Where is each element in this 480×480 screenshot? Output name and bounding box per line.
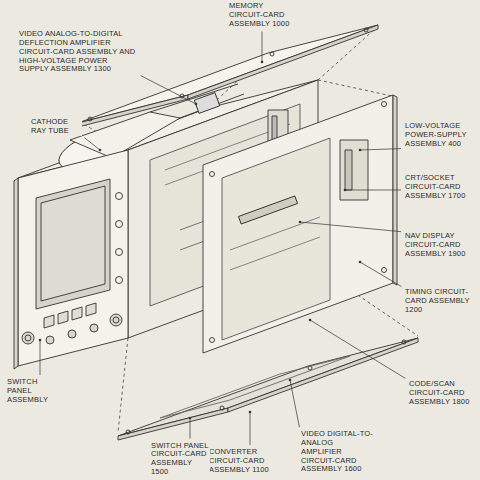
leader-dot <box>309 319 312 322</box>
leader-line <box>345 190 401 191</box>
callout-label: VIDEO DIGITAL-TO-ANALOG AMPLIFIER CIRCUI… <box>300 430 374 474</box>
leader-dot <box>344 189 347 192</box>
leader-dot <box>99 149 102 152</box>
leader-line <box>310 320 405 378</box>
leader-dot <box>249 411 252 414</box>
callout-label: SWITCH PANEL CIRCUIT-CARD ASSEMBLY 1500 <box>150 442 210 477</box>
leader-line <box>84 138 100 150</box>
leader-line <box>141 76 196 104</box>
side-plate <box>203 95 397 353</box>
leader-dot <box>289 379 292 382</box>
callout-label: CRT/SOCKET CIRCUIT-CARD ASSEMBLY 1700 <box>404 174 478 201</box>
callout-label: CODE/SCAN CIRCUIT-CARD ASSEMBLY 1800 <box>408 380 478 407</box>
leader-dot <box>359 261 362 264</box>
callout-label: CATHODE RAY TUBE <box>30 118 82 136</box>
leader-dot <box>195 103 198 106</box>
leader-line <box>262 32 263 63</box>
leader-dot <box>39 339 42 342</box>
leader-line <box>250 412 251 445</box>
leader-dot <box>359 149 362 152</box>
callout-label: VIDEO ANALOG-TO-DIGITAL DEFLECTION AMPLI… <box>18 30 138 74</box>
callout-label: TIMING CIRCUIT-CARD ASSEMBLY 1200 <box>404 288 478 315</box>
callout-label: SWITCH PANEL ASSEMBLY <box>6 378 60 405</box>
leader-dot <box>189 417 192 420</box>
leader-dot <box>261 61 264 64</box>
front-panel <box>14 150 128 369</box>
leader-line <box>300 222 401 232</box>
bottom-plate <box>118 338 418 440</box>
leader-line <box>40 340 41 375</box>
callout-label: CONVERTER CIRCUIT-CARD ASSEMBLY 1100 <box>208 448 276 475</box>
callout-label: LOW-VOLTAGE POWER-SUPPLY ASSEMBLY 400 <box>404 122 478 149</box>
leader-line <box>360 149 401 150</box>
leader-line <box>190 418 191 439</box>
callout-label: NAV DISPLAY CIRCUIT-CARD ASSEMBLY 1900 <box>404 232 478 259</box>
leader-dot <box>299 221 302 224</box>
callout-label: MEMORY CIRCUIT-CARD ASSEMBLY 1000 <box>228 2 292 29</box>
explosion-lines <box>80 28 418 432</box>
leader-line <box>360 262 401 287</box>
leader-line <box>290 380 299 427</box>
